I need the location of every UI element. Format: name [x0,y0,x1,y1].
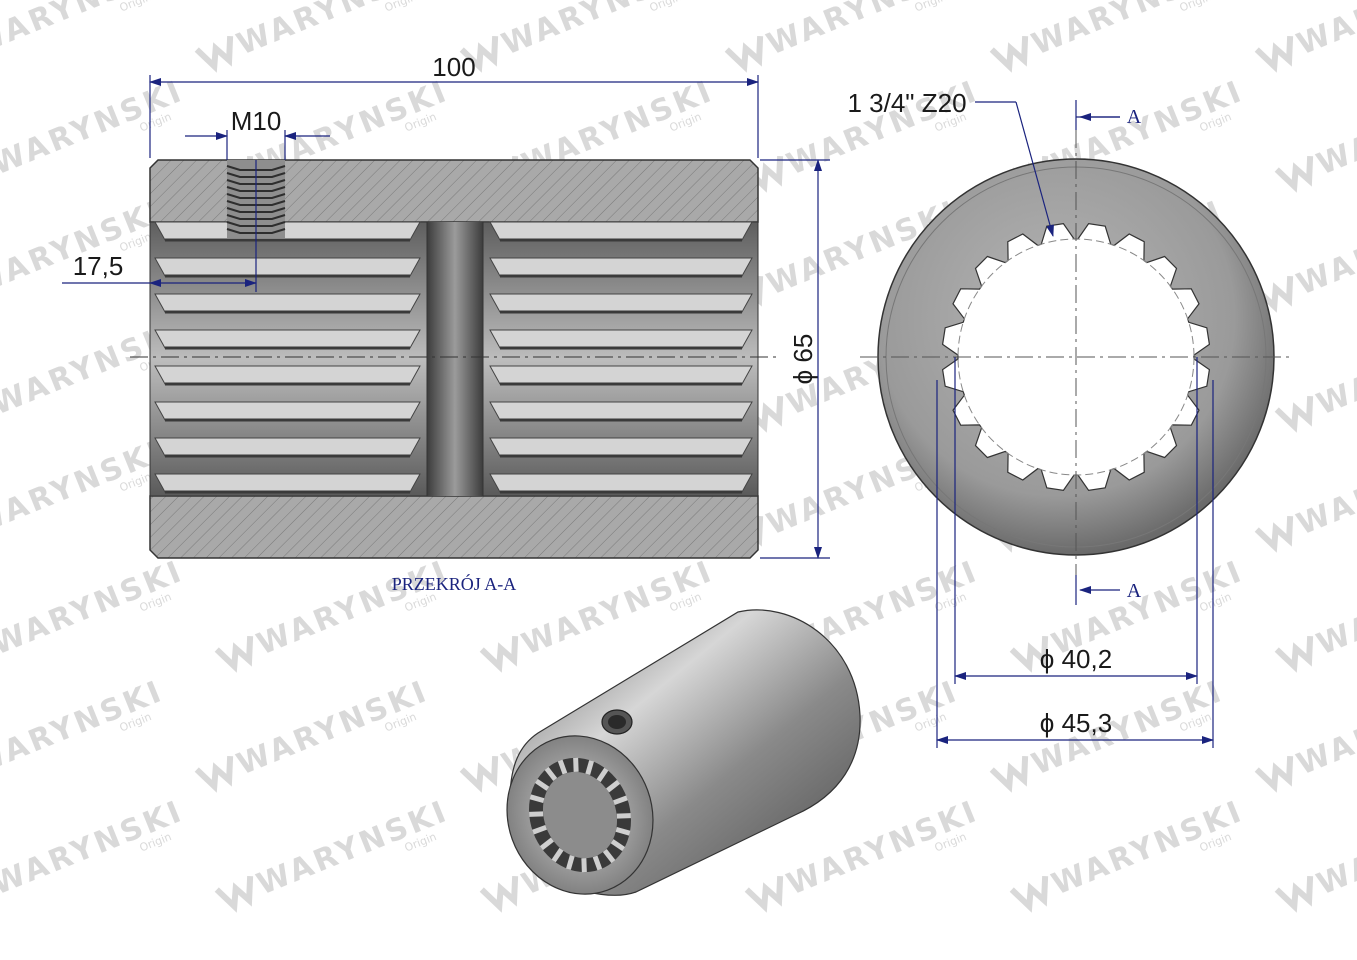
spline-tooth [154,473,421,493]
bottom-wall [149,495,759,559]
svg-text:Origin: Origin [383,0,419,15]
svg-text:WARYNSKI: WARYNSKI [0,0,169,62]
thread-offset-dimension: 17,5 [73,251,124,281]
spline-tooth [154,401,421,421]
section-mark-top: A [1127,106,1142,128]
thread-label: M10 [231,106,282,136]
spline-tooth [489,365,753,385]
svg-text:WARYNSKI: WARYNSKI [1292,194,1357,303]
length-dimension: 100 [432,52,475,82]
svg-text:WARYNSKI: WARYNSKI [497,0,699,62]
svg-text:WARYNSKI: WARYNSKI [0,794,189,903]
spline-tooth [154,329,421,349]
svg-text:Origin: Origin [118,0,154,15]
svg-text:WARYNSKI: WARYNSKI [0,554,189,663]
thread-hole-iso [601,709,633,735]
svg-text:WARYNSKI: WARYNSKI [1292,0,1357,62]
outer-diameter-dimension: ϕ 65 [788,334,818,385]
svg-text:WARYNSKI: WARYNSKI [1312,554,1357,663]
svg-text:WARYNSKI: WARYNSKI [1292,674,1357,783]
section-dimensions [62,75,830,559]
end-view-dimensions [936,100,1214,748]
spline-tooth [489,437,753,457]
svg-text:WARYNSKI: WARYNSKI [0,194,169,303]
svg-text:WARYNSKI: WARYNSKI [1312,794,1357,903]
spline-teeth [154,221,753,494]
center-groove [427,222,483,496]
section-view [130,159,780,559]
svg-text:WARYNSKI: WARYNSKI [0,674,169,783]
svg-text:Origin: Origin [648,0,684,15]
svg-text:Origin: Origin [913,0,949,15]
end-view [860,130,1290,590]
spline-tooth [154,293,421,313]
svg-text:WARYNSKI: WARYNSKI [1292,434,1357,543]
spline-tooth [154,437,421,457]
spline-tooth [489,329,753,349]
spline-tooth [489,293,753,313]
svg-text:Origin: Origin [1178,0,1214,15]
minor-diameter-dimension: ϕ 40,2 [1040,644,1112,674]
spline-tooth [154,221,421,241]
spline-tooth [489,257,753,277]
major-diameter-dimension: ϕ 45,3 [1040,708,1112,738]
section-mark-bottom: A [1127,580,1142,602]
spline-tooth [489,221,753,241]
spline-spec-label: 1 3/4" Z20 [847,88,966,118]
spline-tooth [489,473,753,493]
svg-text:WARYNSKI: WARYNSKI [0,434,169,543]
spline-tooth [154,257,421,277]
svg-text:WARYNSKI: WARYNSKI [1312,314,1357,423]
spline-tooth [154,365,421,385]
svg-text:WARYNSKI: WARYNSKI [762,0,964,62]
isometric-view [506,609,861,896]
section-caption: PRZEKRÓJ A-A [392,573,517,594]
svg-text:WARYNSKI: WARYNSKI [232,0,434,62]
svg-text:WARYNSKI: WARYNSKI [1027,0,1229,62]
svg-text:WARYNSKI: WARYNSKI [1312,74,1357,183]
spline-tooth [489,401,753,421]
